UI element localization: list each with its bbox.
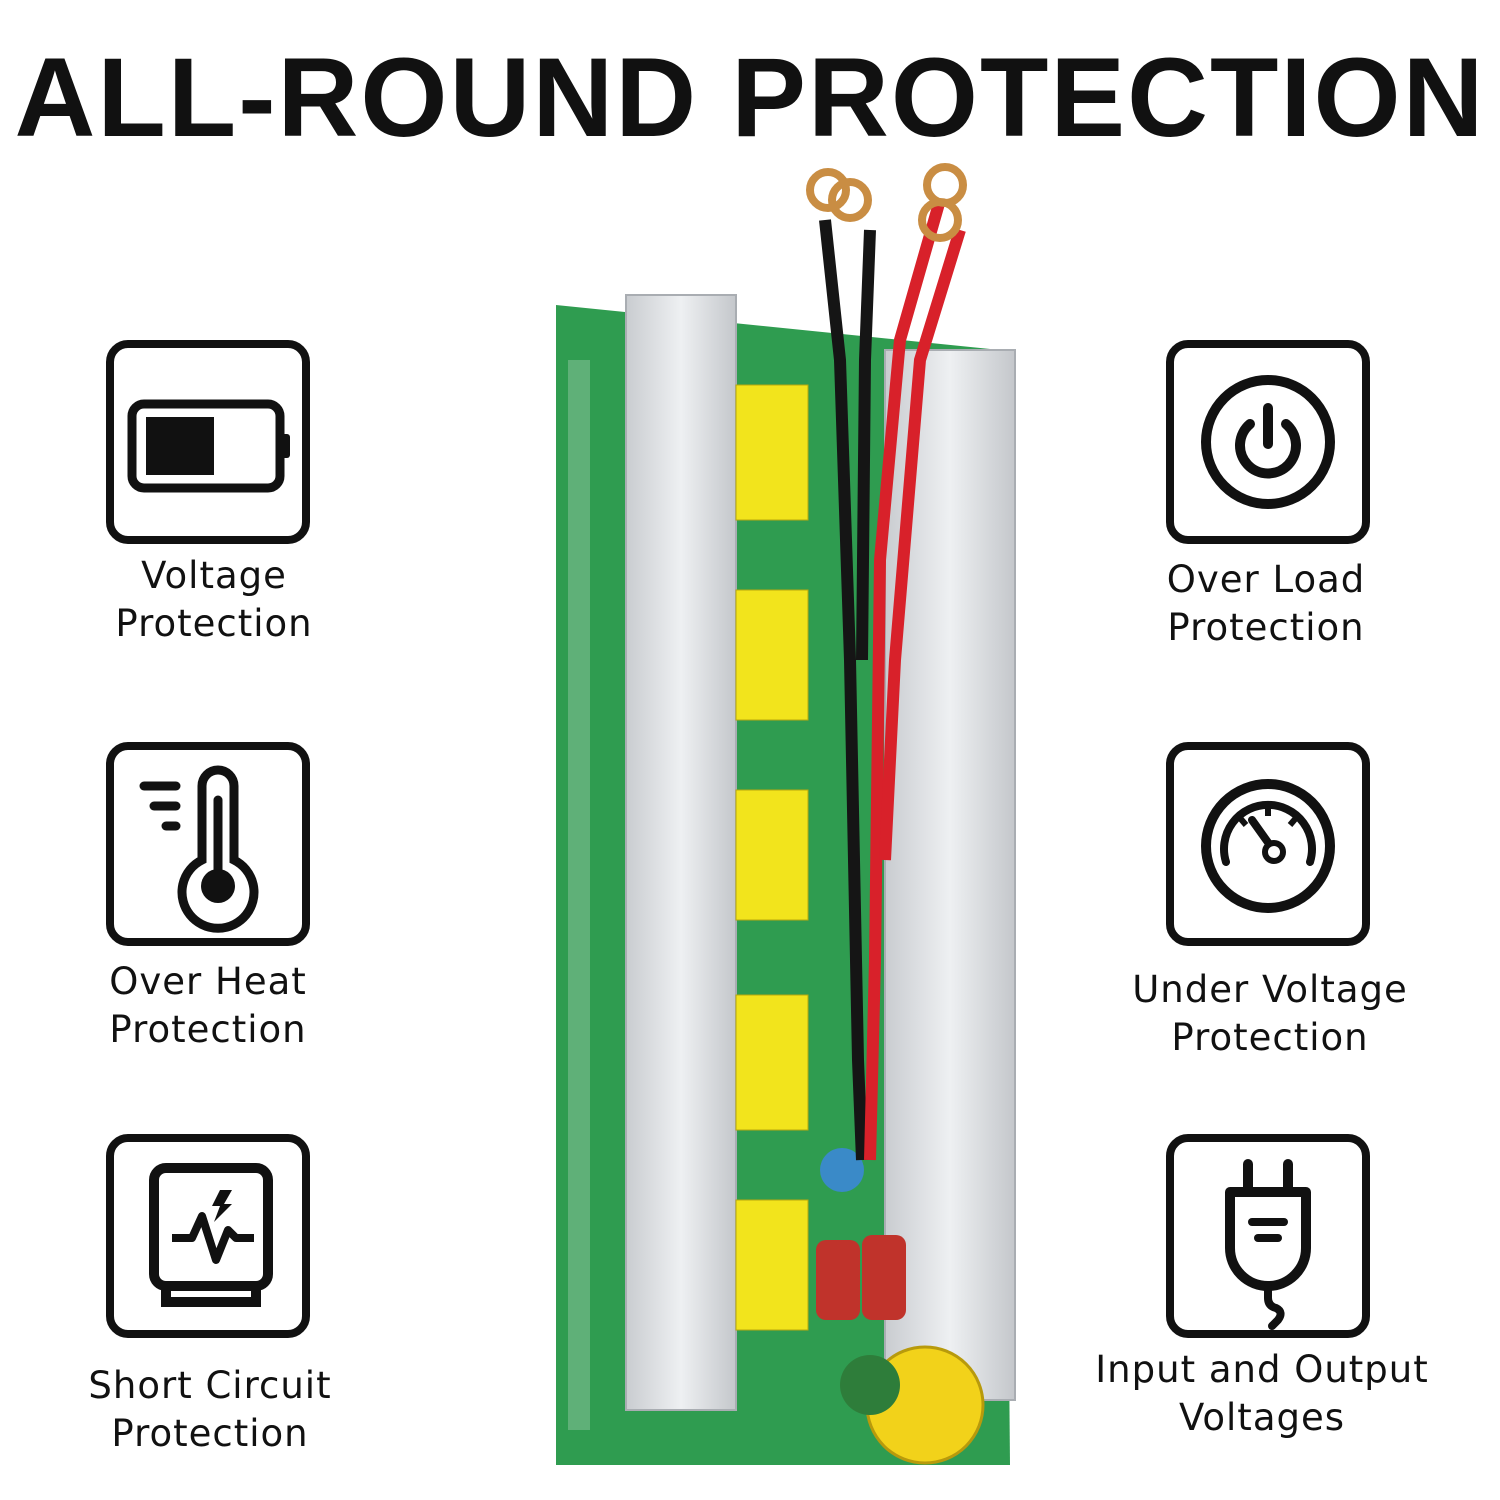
inverter-board-image <box>556 163 1016 1465</box>
short-circuit-icon <box>149 1163 273 1307</box>
red-wire <box>864 198 946 1161</box>
under-voltage-protection-box <box>1166 742 1370 946</box>
under-voltage-protection-label: Under Voltage Protection <box>1132 968 1408 1059</box>
mosfet-row <box>568 360 590 1430</box>
ring-terminal <box>923 163 967 207</box>
ring-terminal <box>806 168 850 212</box>
voltage-protection-box <box>106 340 310 544</box>
over-load-protection-label: Over Load Protection <box>1166 558 1366 649</box>
film-capacitor <box>862 1235 906 1320</box>
battery-icon <box>127 399 290 493</box>
input-output-voltages-box <box>1166 1134 1370 1338</box>
gauge-icon <box>1201 779 1335 913</box>
film-capacitor <box>816 1240 860 1320</box>
capacitor <box>820 1148 864 1192</box>
page-title: ALL-ROUND PROTECTION <box>14 35 1486 160</box>
short-circuit-protection-label: Short Circuit Protection <box>88 1364 332 1455</box>
plug-icon <box>1225 1159 1311 1330</box>
input-output-voltages-label: Input and Output Voltages <box>1095 1348 1429 1439</box>
over-load-protection-box <box>1166 340 1370 544</box>
transformer <box>735 384 809 521</box>
voltage-protection-label: Voltage Protection <box>115 554 313 645</box>
transformer <box>735 1199 809 1331</box>
transformer <box>735 589 809 721</box>
power-icon <box>1201 375 1335 509</box>
black-wire <box>856 229 876 661</box>
left-heatsink <box>625 294 737 1411</box>
thermometer-icon <box>139 765 259 933</box>
ring-terminal <box>918 198 962 242</box>
red-wire <box>879 228 966 861</box>
over-heat-protection-box <box>106 742 310 946</box>
transformer <box>735 789 809 921</box>
ring-terminal <box>828 178 872 222</box>
short-circuit-protection-box <box>106 1134 310 1338</box>
over-heat-protection-label: Over Heat Protection <box>109 960 307 1051</box>
black-wire <box>819 219 868 1161</box>
transformer <box>735 994 809 1131</box>
